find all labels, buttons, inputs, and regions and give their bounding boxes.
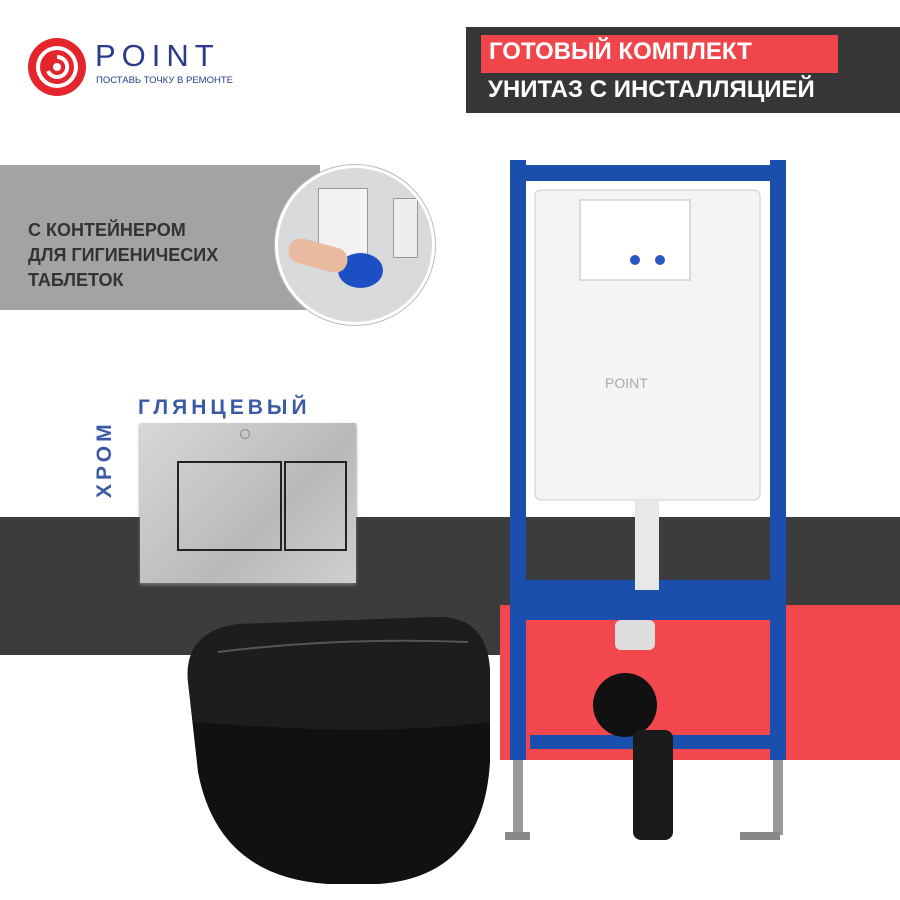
plate-logo-icon <box>240 429 250 439</box>
spiral-logo-icon <box>28 38 86 96</box>
tablet-container-closeup <box>275 165 435 325</box>
flush-button-large <box>177 461 282 551</box>
flush-button-small <box>284 461 347 551</box>
header-line-1: ГОТОВЫЙ КОМПЛЕКТ <box>481 35 838 73</box>
feature-banner <box>0 165 320 310</box>
finish-label-chrome: ХРОМ <box>93 420 116 498</box>
brand-tagline: ПОСТАВЬ ТОЧКУ В РЕМОНТЕ <box>96 75 233 86</box>
red-background-band <box>500 605 900 760</box>
wall-hung-toilet <box>187 617 491 884</box>
cistern-logo: POINT <box>605 375 648 391</box>
feature-text: С КОНТЕЙНЕРОМ ДЛЯ ГИГИЕНИЧЕСИХ ТАБЛЕТОК <box>28 220 219 290</box>
brand-name: POINT <box>95 38 220 73</box>
installation-frame: POINT <box>505 160 786 840</box>
finish-label-glossy: ГЛЯНЦЕВЫЙ <box>138 396 311 419</box>
flush-plate <box>140 423 356 583</box>
header-line-2: УНИТАЗ С ИНСТАЛЛЯЦИЕЙ <box>488 76 815 103</box>
